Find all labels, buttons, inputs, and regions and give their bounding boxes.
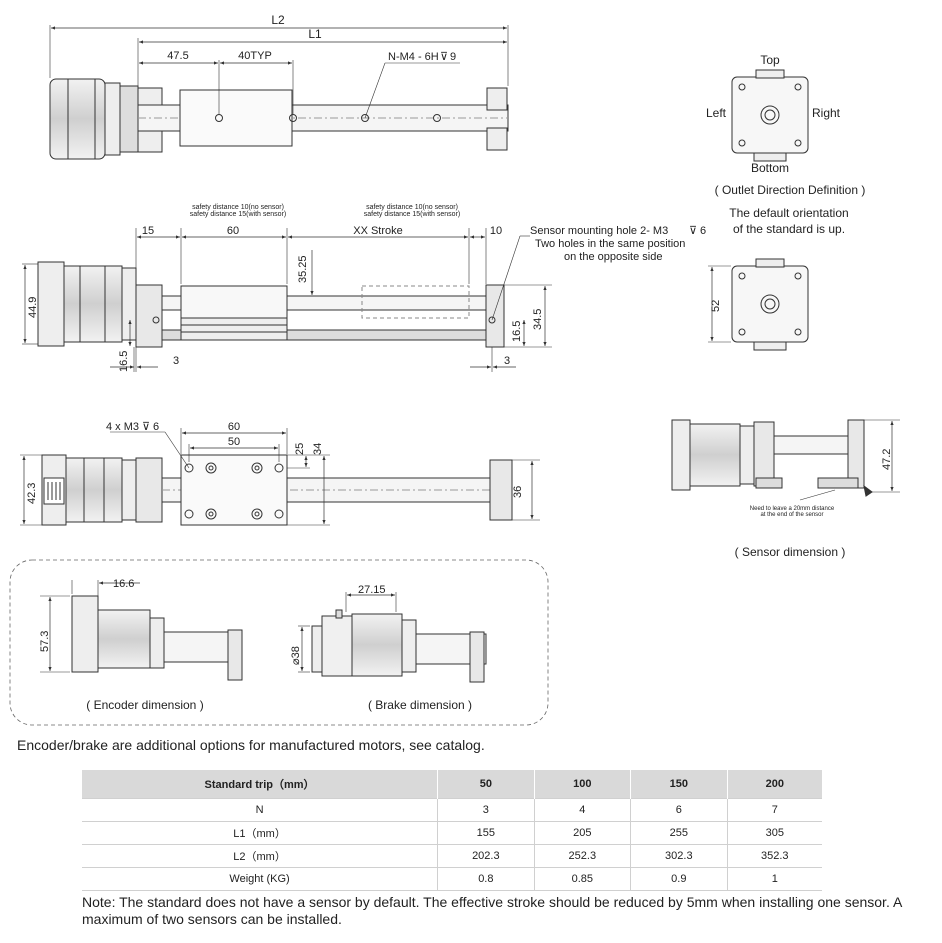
encoder-length: 16.6 <box>113 578 134 590</box>
table-row: L1（mm） 155 205 255 305 <box>82 821 822 845</box>
table-cell: L1（mm） <box>82 821 439 845</box>
dim-rail-height: 35.25 <box>297 255 309 283</box>
encoder-diagram <box>40 580 243 681</box>
dim-left-offset: 3 <box>173 355 179 367</box>
table-cell: 202.3 <box>437 844 535 868</box>
table-header: 200 <box>727 770 822 799</box>
depth-symbol-icon: ⊽ <box>142 421 150 433</box>
table-cell: 1 <box>727 867 822 891</box>
dim-body-height: 34.5 <box>532 309 544 330</box>
dim-holes: N-M4 - 6H <box>388 51 439 63</box>
sensor-note-line-2: Two holes in the same position <box>535 238 685 250</box>
table-cell: 302.3 <box>630 844 728 868</box>
dim-motor-height: 44.9 <box>27 297 39 318</box>
spec-table: Standard trip（mm） 50 100 150 200 N 3 4 6… <box>82 770 822 891</box>
table-cell: 0.8 <box>437 867 535 891</box>
depth-symbol-icon: ⊽ <box>689 225 697 237</box>
outlet-caption: ( Outlet Direction Definition ) <box>715 183 866 197</box>
safety-left-line-2: safety distance 15(with sensor) <box>190 211 287 218</box>
dim-right-gap: 10 <box>490 225 502 237</box>
table-header-row: Standard trip（mm） 50 100 150 200 <box>82 770 822 799</box>
outlet-left-label: Left <box>706 106 727 120</box>
table-header: 100 <box>534 770 632 799</box>
bottom-view <box>20 428 540 526</box>
table-cell: 3 <box>437 798 535 822</box>
safety-right-line-1: safety distance 10(no sensor) <box>366 204 458 211</box>
table-cell: 4 <box>534 798 632 822</box>
table-cell: 0.85 <box>534 867 632 891</box>
bottom-hole-depth: 6 <box>153 421 159 433</box>
sensor-caption: ( Sensor dimension ) <box>735 545 846 559</box>
dim-motor-width: 42.3 <box>26 483 38 504</box>
safety-left-line-1: safety distance 10(no sensor) <box>192 204 284 211</box>
encoder-height: 57.3 <box>39 631 51 652</box>
options-frame <box>9 559 549 726</box>
table-cell: N <box>82 798 439 822</box>
brake-diagram <box>298 592 487 683</box>
dim-right-offset: 3 <box>504 355 510 367</box>
table-cell: 205 <box>534 821 632 845</box>
dim-stroke: XX Stroke <box>353 225 403 237</box>
dim-inner: 50 <box>228 436 240 448</box>
dim-end-width: 36 <box>512 486 524 498</box>
sensor-note-line-1: Sensor mounting hole 2- M3 <box>530 225 668 237</box>
sensor-note-1: Need to leave a 20mm distance <box>750 506 835 512</box>
dim-base-height: 16.5 <box>118 351 130 372</box>
table-cell: 7 <box>727 798 822 822</box>
dim-h1: 25 <box>294 443 306 455</box>
outlet-bottom-label: Bottom <box>751 161 789 175</box>
options-note: Encoder/brake are additional options for… <box>17 737 485 753</box>
outlet-diagram <box>708 69 809 351</box>
table-cell: Weight (KG) <box>82 867 439 891</box>
brake-length: 27.15 <box>358 584 386 596</box>
outlet-top-label: Top <box>760 53 780 67</box>
dim-sensor-height: 16.5 <box>511 321 523 342</box>
table-row: N 3 4 6 7 <box>82 798 822 822</box>
table-cell: L2（mm） <box>82 844 439 868</box>
top-view <box>49 25 509 160</box>
dim-l1: L1 <box>308 27 322 41</box>
sensor-note-2: at the end of the sensor <box>760 512 823 518</box>
table-header: 150 <box>630 770 728 799</box>
dim-offset: 47.5 <box>167 50 188 62</box>
front-view <box>22 228 552 372</box>
sensor-note-line-3: on the opposite side <box>564 251 662 263</box>
brake-caption: ( Brake dimension ) <box>368 698 472 712</box>
table-cell: 305 <box>727 821 822 845</box>
footer-note: Note: The standard does not have a senso… <box>82 894 902 927</box>
default-orientation-line-2: of the standard is up. <box>733 222 845 236</box>
depth-symbol-icon: ⊽ <box>440 51 448 63</box>
table-row: L2（mm） 202.3 252.3 302.3 352.3 <box>82 844 822 868</box>
table-cell: 0.9 <box>630 867 728 891</box>
outlet-right-label: Right <box>812 106 841 120</box>
table-header: Standard trip（mm） <box>82 770 439 799</box>
dim-left-gap: 15 <box>142 225 154 237</box>
dim-carriage: 60 <box>227 225 239 237</box>
sensor-note-depth: 6 <box>700 225 706 237</box>
table-header: 50 <box>437 770 535 799</box>
safety-right-line-2: safety distance 15(with sensor) <box>364 211 461 218</box>
dim-h2: 34 <box>312 443 324 455</box>
table-cell: 255 <box>630 821 728 845</box>
brake-diameter: ⌀38 <box>290 646 302 665</box>
dim-flange: 52 <box>710 300 722 312</box>
dim-hole-depth: 9 <box>450 51 456 63</box>
table-cell: 252.3 <box>534 844 632 868</box>
encoder-caption: ( Encoder dimension ) <box>86 698 203 712</box>
dim-outer: 60 <box>228 421 240 433</box>
dim-l2: L2 <box>271 13 285 27</box>
sensor-diagram <box>671 419 900 501</box>
dim-sensor-height: 47.2 <box>881 449 893 470</box>
bottom-holes-label: 4 x M3 <box>106 421 139 433</box>
dim-pitch: 40TYP <box>238 50 272 62</box>
table-cell: 155 <box>437 821 535 845</box>
table-row: Weight (KG) 0.8 0.85 0.9 1 <box>82 867 822 891</box>
table-cell: 352.3 <box>727 844 822 868</box>
table-cell: 6 <box>630 798 728 822</box>
default-orientation-line-1: The default orientation <box>729 206 848 220</box>
